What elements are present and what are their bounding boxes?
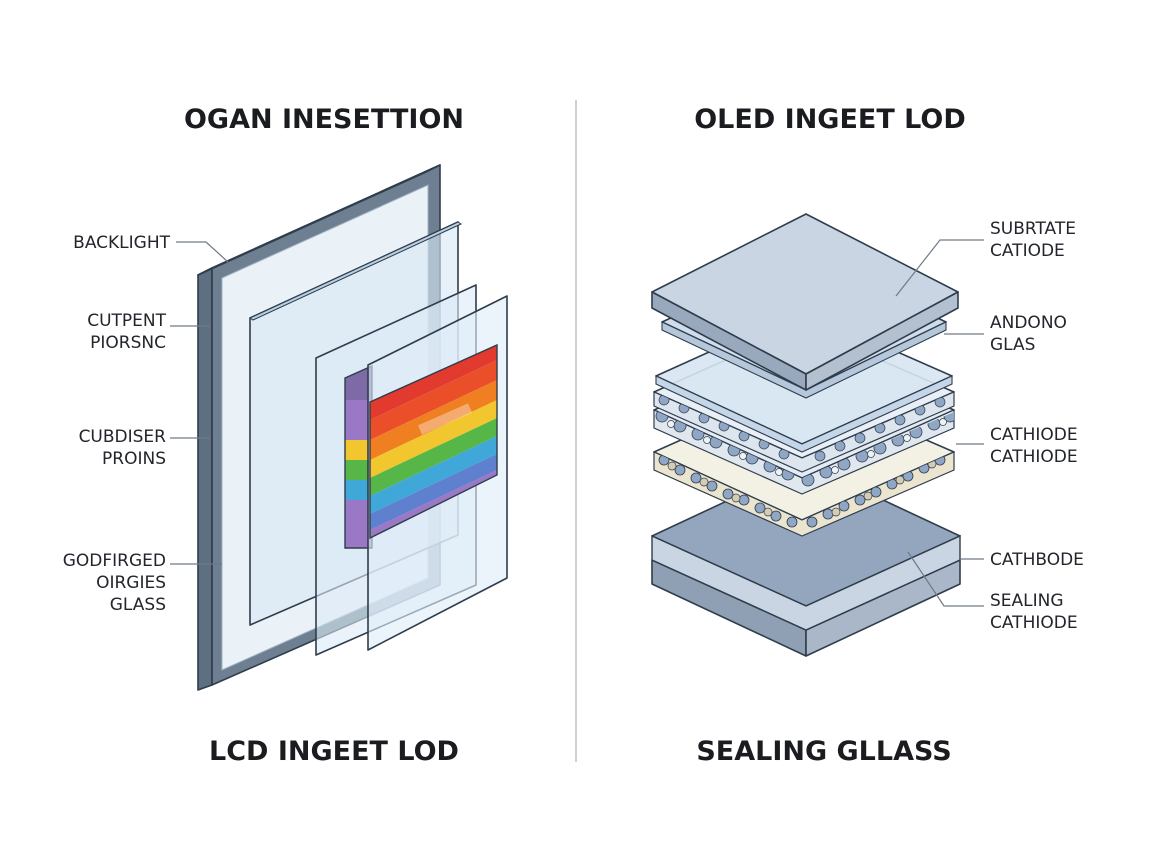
oled-label-cathbode: CATHBODE xyxy=(960,550,1084,570)
oled-layer-stack-icon xyxy=(651,213,961,657)
oled-heading-top: OLED INGEET LOD xyxy=(694,104,966,135)
svg-text:BACKLIGHT: BACKLIGHT xyxy=(73,233,170,253)
bead-row-lower xyxy=(658,454,946,528)
oled-panel: OLED INGEET LOD xyxy=(651,104,1084,767)
backlight-frame-side xyxy=(197,267,213,691)
substrate-slab-right xyxy=(805,291,959,391)
lcd-label-backlight: BACKLIGHT xyxy=(73,233,229,263)
svg-text:CATHBODE: CATHBODE xyxy=(990,550,1084,570)
lcd-heading-bottom: LCD INGEET LOD xyxy=(209,736,459,767)
lcd-panel: OGAN INESETTION xyxy=(63,104,508,767)
oled-heading-bottom: SEALING GLLASS xyxy=(696,736,951,767)
bead-row-upper xyxy=(658,394,946,462)
substrate-slab-top xyxy=(651,213,959,375)
backlight-frame-top xyxy=(197,164,441,276)
glass-sheet-1-edge xyxy=(248,221,463,321)
lcd-layer-stack-icon xyxy=(197,164,508,691)
lcd-heading-top: OGAN INESETTION xyxy=(184,104,464,135)
